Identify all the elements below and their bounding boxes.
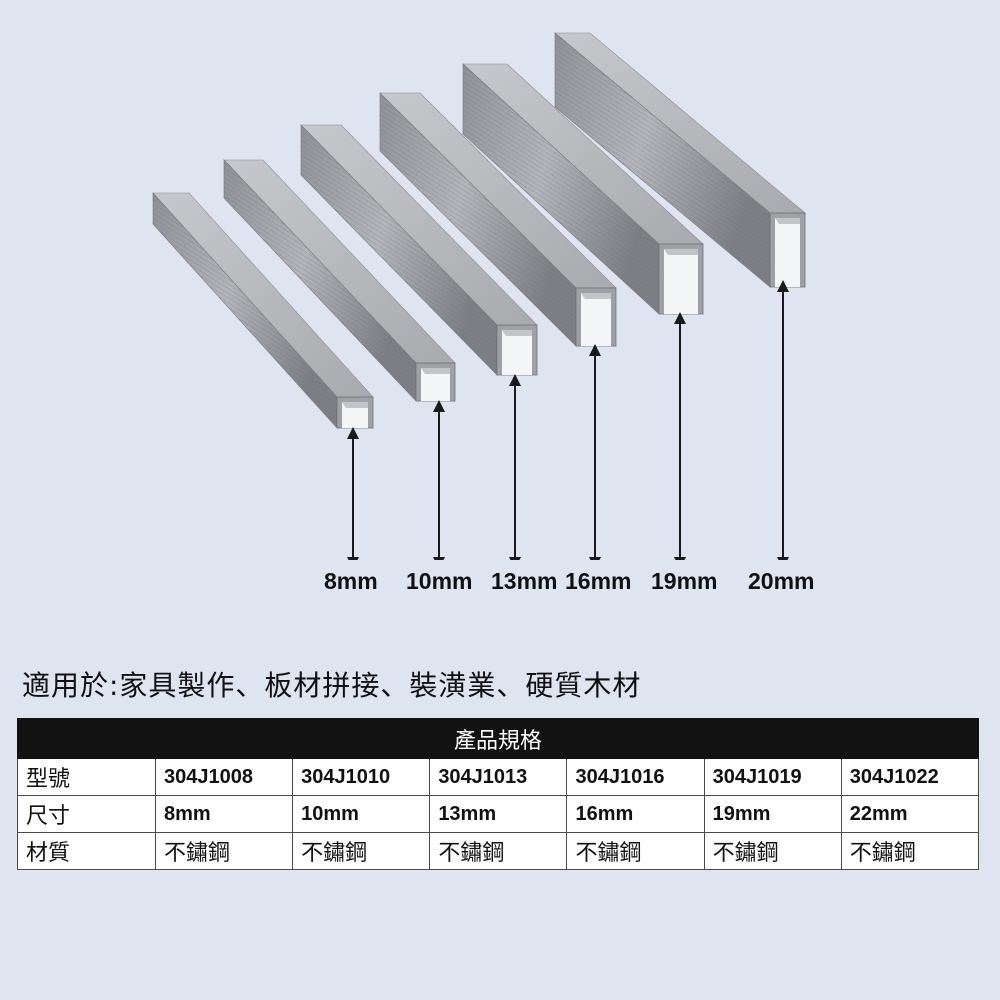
table-row: 尺寸 8mm 10mm 13mm 16mm 19mm 22mm (17, 795, 980, 833)
size-label-16mm: 16mm (565, 568, 632, 594)
table-cell: 19mm (703, 795, 842, 833)
table-cell: 16mm (566, 795, 705, 833)
table-cell: 8mm (154, 795, 294, 833)
table-row: 型號 304J1008 304J1010 304J1013 304J1016 3… (17, 758, 980, 796)
row-label-size: 尺寸 (17, 795, 156, 833)
staple-strip-10mm (223, 159, 456, 402)
staple-strip-8mm (152, 192, 374, 429)
table-cell: 304J1022 (840, 758, 980, 796)
staple-strip-16mm (379, 92, 617, 347)
staple-strip-13mm (300, 124, 538, 376)
row-label-model: 型號 (17, 758, 156, 796)
table-cell: 13mm (429, 795, 568, 833)
table-row: 材質 不鏽鋼 不鏽鋼 不鏽鋼 不鏽鋼 不鏽鋼 不鏽鋼 (17, 832, 980, 870)
table-cell: 不鏽鋼 (566, 832, 705, 870)
table-cell: 不鏽鋼 (840, 832, 980, 870)
staple-strips-illustration (152, 32, 806, 560)
size-label-8mm: 8mm (324, 568, 378, 594)
size-label-19mm: 19mm (651, 568, 718, 594)
table-cell: 304J1016 (566, 758, 705, 796)
size-label-10mm: 10mm (406, 568, 473, 594)
staple-strip-19mm (462, 63, 704, 315)
table-cell: 22mm (840, 795, 980, 833)
size-label-13mm: 13mm (491, 568, 558, 594)
table-cell: 不鏽鋼 (154, 832, 294, 870)
spec-table-title: 產品規格 (17, 718, 979, 759)
size-label-20mm: 20mm (748, 568, 815, 594)
usage-description: 適用於:家具製作、板材拼接、裝潢業、硬質木材 (22, 669, 642, 702)
table-cell: 10mm (292, 795, 431, 833)
table-cell: 不鏽鋼 (703, 832, 842, 870)
table-cell: 304J1010 (292, 758, 431, 796)
table-cell: 不鏽鋼 (429, 832, 568, 870)
spec-table: 產品規格 型號 304J1008 304J1010 304J1013 304J1… (17, 718, 980, 870)
table-cell: 304J1019 (703, 758, 842, 796)
staple-strip-20mm (554, 32, 806, 288)
row-label-material: 材質 (17, 832, 156, 870)
table-cell: 304J1013 (429, 758, 568, 796)
table-cell: 不鏽鋼 (292, 832, 431, 870)
table-cell: 304J1008 (154, 758, 294, 796)
